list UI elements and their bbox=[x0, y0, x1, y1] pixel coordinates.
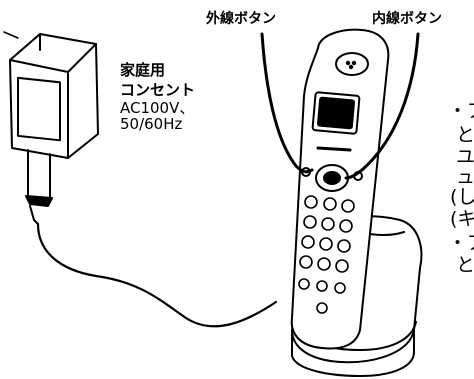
right-text-fragment: (キ bbox=[450, 208, 474, 230]
right-text-fragment: (し bbox=[450, 186, 474, 208]
adapter-voltage: AC100V、 bbox=[120, 99, 195, 117]
adapter-subtitle: コンセント bbox=[120, 81, 196, 99]
right-text-fragment: ュ bbox=[456, 166, 474, 188]
power-cord bbox=[36, 222, 278, 328]
keypad bbox=[298, 195, 355, 314]
adapter-frequency: 50/60Hz bbox=[120, 115, 183, 133]
adapter-title: 家庭用 bbox=[120, 61, 166, 79]
right-text-fragment: ・ア bbox=[448, 232, 474, 254]
right-text-fragment: ユ bbox=[456, 146, 474, 168]
inner-line-button-label: 内線ボタン bbox=[372, 11, 442, 27]
right-text-fragment: と bbox=[456, 124, 474, 146]
outer-line-button-label: 外線ボタン bbox=[206, 11, 276, 27]
outer-line-leader bbox=[260, 32, 314, 174]
right-text-fragment: と bbox=[456, 254, 474, 276]
handset bbox=[290, 28, 390, 350]
inner-line-leader bbox=[344, 32, 420, 180]
ac-adapter bbox=[3, 31, 99, 225]
right-text-fragment: ・ア bbox=[448, 100, 474, 122]
